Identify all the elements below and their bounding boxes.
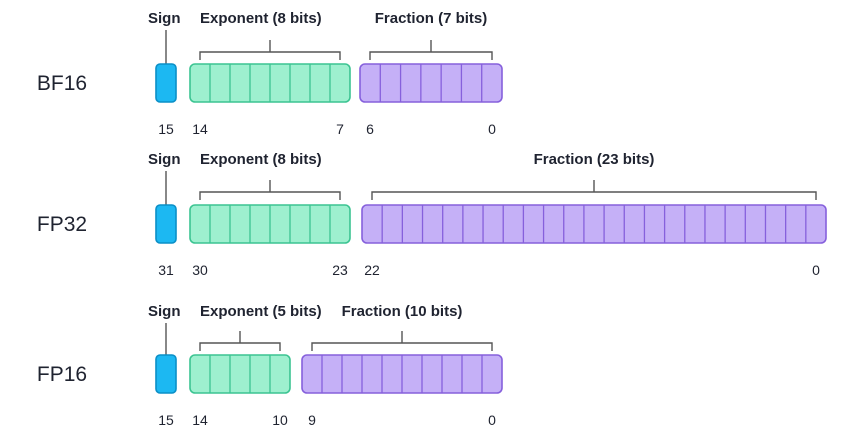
exponent-end-index: 7 [336,121,344,137]
sign-bit [155,63,177,103]
fraction-bracket [311,331,493,351]
exponent-label: Exponent (5 bits) [200,303,322,320]
format-name-fp32: FP32 [37,213,87,236]
exponent-bracket [199,180,341,200]
fraction-field-box [359,63,503,103]
sign-label: Sign [148,303,181,320]
exponent-bracket [199,40,341,60]
fraction-field [361,204,827,244]
fraction-field [301,354,503,394]
fraction-label: Fraction (7 bits) [375,10,488,27]
fraction-field [359,63,503,103]
exponent-label: Exponent (8 bits) [200,151,322,168]
sign-bit [155,354,177,394]
fraction-field-box [361,204,827,244]
sign-label: Sign [148,10,181,27]
exponent-start-index: 14 [192,412,208,428]
sign-label: Sign [148,151,181,168]
format-name-fp16: FP16 [37,363,87,386]
exponent-start-index: 14 [192,121,208,137]
exponent-field [189,354,291,394]
fraction-end-index: 0 [488,121,496,137]
exponent-start-index: 30 [192,262,208,278]
sign-bit-index: 31 [158,262,174,278]
fraction-start-index: 22 [364,262,380,278]
sign-bit-index: 15 [158,121,174,137]
exponent-label: Exponent (8 bits) [200,10,322,27]
fraction-bracket [369,40,493,60]
exponent-end-index: 10 [272,412,288,428]
fraction-end-index: 0 [488,412,496,428]
fraction-end-index: 0 [812,262,820,278]
format-name-bf16: BF16 [37,72,87,95]
exponent-bracket [199,331,281,351]
fraction-start-index: 6 [366,121,374,137]
sign-bit-index: 15 [158,412,174,428]
fraction-start-index: 9 [308,412,316,428]
exponent-field-box [189,354,291,394]
fraction-bracket [371,180,817,200]
exponent-field [189,63,351,103]
exponent-field [189,204,351,244]
exponent-end-index: 23 [332,262,348,278]
fraction-label: Fraction (10 bits) [342,303,463,320]
fraction-label: Fraction (23 bits) [534,151,655,168]
sign-bit [155,204,177,244]
